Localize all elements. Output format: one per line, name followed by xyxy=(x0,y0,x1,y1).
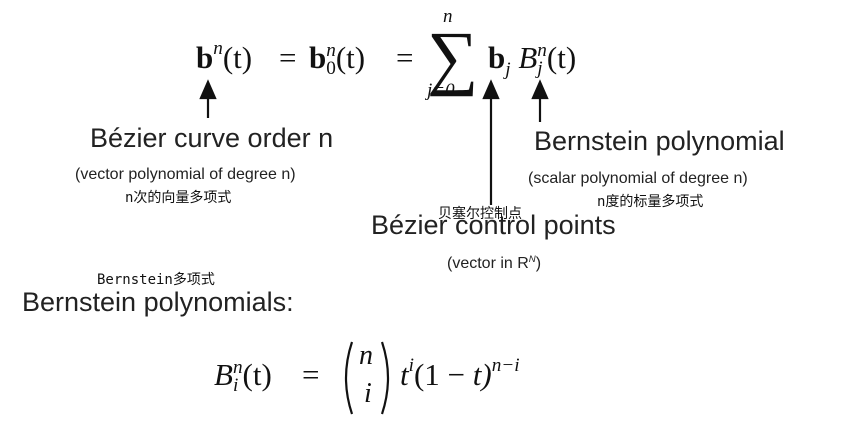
control-points-title: Bézier control points xyxy=(371,210,616,240)
formula-t-base: t xyxy=(400,357,409,392)
bernstein-subtitle: (scalar polynomial of degree n) xyxy=(528,170,748,187)
term-vector: b xyxy=(488,40,506,75)
term-sub: j xyxy=(505,58,511,80)
binomial-parens xyxy=(344,341,390,415)
basis-arg: (t) xyxy=(546,40,577,75)
mid-sub: 0 xyxy=(326,58,336,80)
control-points-subtitle: (vector in RN) xyxy=(447,255,541,273)
bezier-curve-note: n次的向量多项式 xyxy=(125,190,232,206)
mid-vector: b xyxy=(309,40,327,75)
lhs-sup: n xyxy=(213,38,223,60)
formula-paren-open: (1 xyxy=(413,357,440,392)
formula-equals: = xyxy=(302,357,320,392)
control-points-subtitle-sup: N xyxy=(528,254,536,266)
formula-minus: − xyxy=(447,357,466,392)
binomial-top: n xyxy=(359,340,373,371)
equals-1: = xyxy=(279,40,297,75)
formula-sup: n xyxy=(232,356,243,378)
formula-t-exp: i xyxy=(408,355,414,377)
control-points-subtitle-prefix: (vector in R xyxy=(447,255,529,272)
equals-2: = xyxy=(396,40,414,75)
sum-upper: n xyxy=(443,6,453,27)
basis-sup: n xyxy=(537,39,547,61)
formula-sub: i xyxy=(232,375,239,397)
bernstein-note: n度的标量多项式 xyxy=(597,194,704,210)
bezier-curve-subtitle: (vector polynomial of degree n) xyxy=(75,166,296,183)
sum-lower: j=0 xyxy=(427,80,455,101)
formula-paren-t: t) xyxy=(472,357,492,392)
control-points-note: 贝塞尔控制点 xyxy=(438,206,522,222)
lhs-arg: (t) xyxy=(222,40,253,75)
formula-rhs: ti(1 − t)n−i xyxy=(400,355,520,393)
lhs-term: bn(t) xyxy=(196,38,253,76)
mid-arg: (t) xyxy=(335,40,366,75)
binomial-bottom: i xyxy=(364,378,372,409)
formula-symbol: B xyxy=(214,357,233,392)
formula-power: n−i xyxy=(491,355,520,377)
section-note: Bernstein多项式 xyxy=(97,272,215,288)
mid-sup: n xyxy=(326,39,336,61)
basis-symbol: B xyxy=(518,40,538,75)
bezier-curve-title: Bézier curve order n xyxy=(90,123,334,153)
formula-arg: (t) xyxy=(242,357,272,392)
section-heading: Bernstein polynomials: xyxy=(22,287,294,317)
control-points-subtitle-suffix: ) xyxy=(535,255,542,272)
bernstein-title: Bernstein polynomial xyxy=(534,126,785,156)
lhs-vector: b xyxy=(196,40,214,75)
sum-symbol: ∑ xyxy=(427,17,479,97)
basis-sub: j xyxy=(537,58,543,80)
